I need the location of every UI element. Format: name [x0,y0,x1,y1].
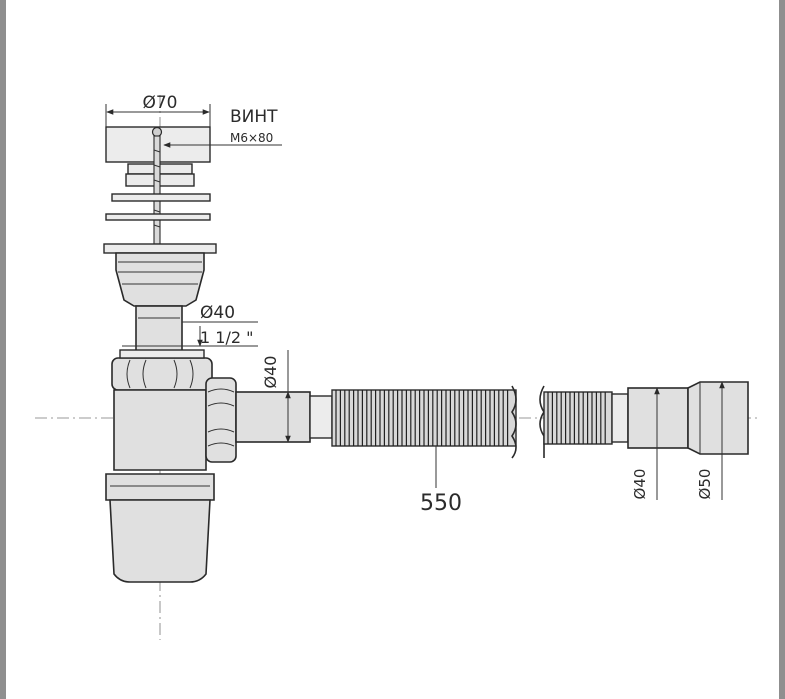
right-border [779,0,785,699]
lower-flange [103,243,217,254]
screw-callout: ВИНТ M6×80 [163,107,282,148]
branch-nut [205,377,237,463]
dim-end-diameters: Ø40 Ø50 [631,381,725,500]
end-coupling [611,393,629,443]
end-diameter-inner-label: Ø40 [631,469,649,500]
screw-size-label: M6×80 [230,131,273,145]
screw-title-label: ВИНТ [230,107,278,127]
left-border [0,0,6,699]
trap-ring [105,473,215,501]
pipe-diameter-label: Ø40 [200,303,235,323]
trap-cup [109,499,211,583]
dim-branch-diameter: Ø40 [261,350,291,443]
dim-hose-length: 550 [420,446,462,516]
corrugated-hose-right [539,385,613,458]
upper-washer [111,193,211,202]
end-diameter-outer-label: Ø50 [696,469,714,500]
dim-outlet-diameter: Ø70 [105,93,211,127]
screw [151,126,163,245]
end-fitting [611,381,749,455]
thread-size-label: 1 1/2 " [200,328,253,347]
corrugated-hose-left [331,385,517,459]
union-nut [111,349,213,391]
outlet-diameter-label: Ø70 [142,93,177,113]
funnel-body [115,252,205,307]
branch-pipe [235,391,333,443]
end-socket [687,381,749,455]
bottle-trap [105,389,215,583]
hose-length-label: 550 [420,491,462,516]
hose-coupling-left [309,395,333,439]
end-reducer [627,387,689,449]
branch-diameter-label: Ø40 [261,356,280,389]
nut-top [119,349,205,359]
branch-pipe-body [235,391,311,443]
dim-pipe-diameter: Ø40 1 1/2 " [122,303,258,347]
gasket [105,213,211,221]
